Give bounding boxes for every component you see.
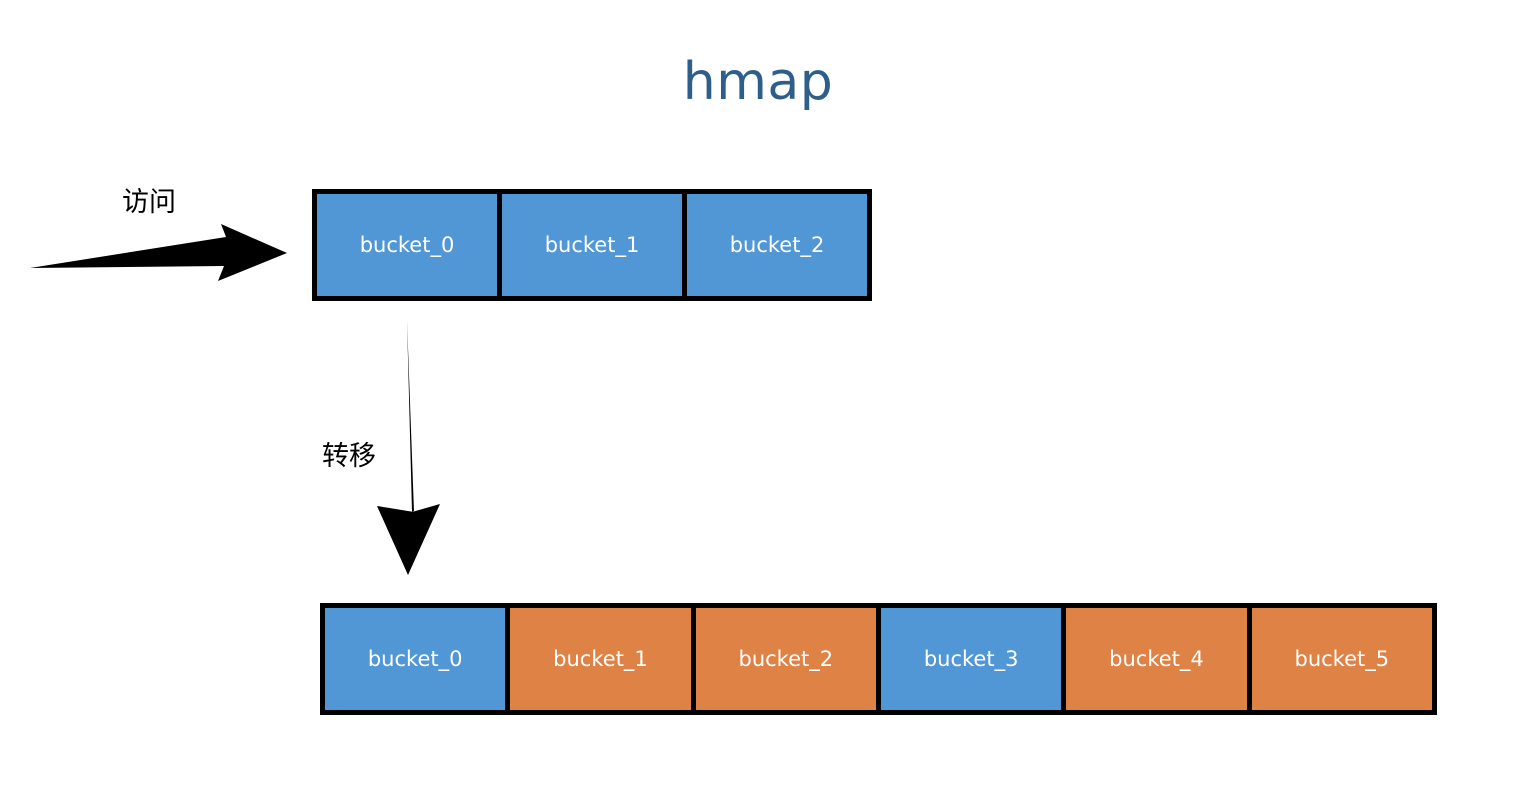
bucket-cell[interactable]: bucket_2 xyxy=(695,608,876,710)
bucket-cell[interactable]: bucket_4 xyxy=(1066,608,1247,710)
bucket-cell[interactable]: bucket_1 xyxy=(510,608,691,710)
original-bucket-array: bucket_0 bucket_1 bucket_2 xyxy=(312,189,872,301)
bucket-cell[interactable]: bucket_0 xyxy=(325,608,506,710)
expanded-bucket-array: bucket_0 bucket_1 bucket_2 bucket_3 buck… xyxy=(320,603,1437,715)
bucket-cell[interactable]: bucket_5 xyxy=(1251,608,1432,710)
bucket-cell[interactable]: bucket_2 xyxy=(687,194,867,296)
transfer-arrow-icon xyxy=(377,320,440,575)
access-arrow-icon xyxy=(30,224,287,281)
transfer-label: 转移 xyxy=(322,441,376,472)
bucket-cell[interactable]: bucket_1 xyxy=(502,194,682,296)
access-label: 访问 xyxy=(122,187,176,218)
bucket-cell[interactable]: bucket_0 xyxy=(317,194,497,296)
bucket-cell[interactable]: bucket_3 xyxy=(880,608,1062,710)
page-title: hmap xyxy=(682,52,834,112)
